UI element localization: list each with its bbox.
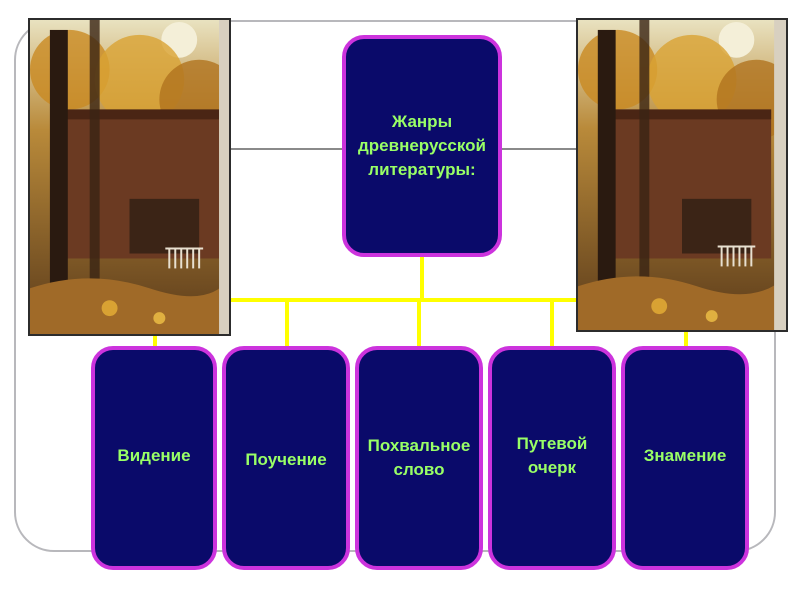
genre-label: Поучение bbox=[245, 450, 327, 469]
genre-label-line-2: очерк bbox=[527, 458, 577, 477]
genres-title-box: Жанры древнерусской литературы: bbox=[342, 35, 502, 257]
title-line-1: Жанры bbox=[391, 112, 453, 131]
autumn-manor-photo-left bbox=[28, 18, 231, 336]
genre-label-line-1: Похвальное bbox=[367, 436, 471, 455]
title-line-3: литературы: bbox=[368, 160, 476, 179]
genre-box-pokhvalnoe-slovo: Похвальное слово bbox=[355, 346, 483, 570]
genre-box-pouchenie: Поучение bbox=[222, 346, 350, 570]
genre-label-line-1: Путевой bbox=[516, 434, 588, 453]
title-line-2: древнерусской bbox=[357, 136, 487, 155]
genre-label: Знамение bbox=[643, 446, 727, 465]
genre-label: Видение bbox=[117, 446, 191, 465]
genre-box-znamenie: Знамение bbox=[621, 346, 749, 570]
genre-box-putevoy-ocherk: Путевой очерк bbox=[488, 346, 616, 570]
autumn-manor-photo-right bbox=[576, 18, 788, 332]
genre-label-line-2: слово bbox=[393, 460, 445, 479]
genre-box-videnie: Видение bbox=[91, 346, 217, 570]
